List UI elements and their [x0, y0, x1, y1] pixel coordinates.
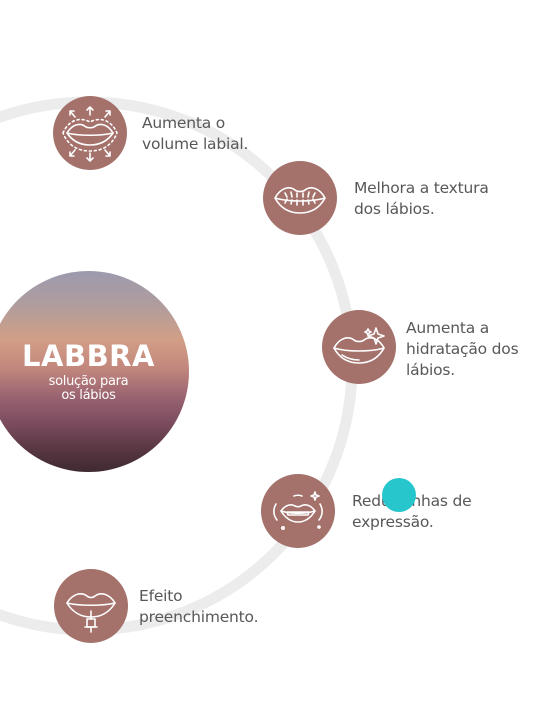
benefit-3-icon-badge — [322, 310, 396, 384]
lips-sparkle-hydration-icon — [333, 327, 385, 364]
benefit-1-icon-badge — [53, 96, 127, 170]
lips-filler-syringe-icon — [66, 593, 116, 633]
touch-cursor-indicator — [382, 478, 416, 512]
benefit-3-line1: Aumenta a — [406, 319, 490, 337]
benefit-3-line3: lábios. — [406, 361, 456, 379]
benefit-4-text: Reduz linhas de expressão. — [352, 491, 472, 533]
benefit-5-icon-badge — [54, 569, 128, 643]
benefit-2-line1: Melhora a textura — [354, 179, 489, 197]
benefit-2-text: Melhora a textura dos lábios. — [354, 178, 489, 220]
lips-volume-arrows-icon — [62, 106, 118, 162]
benefit-5-line1: Efeito — [139, 587, 183, 605]
brand-subtitle-line1: solução para — [48, 374, 129, 389]
lips-smile-lines-icon — [273, 491, 323, 530]
benefit-3-text: Aumenta a hidratação dos lábios. — [406, 318, 519, 381]
benefit-1-line2: volume labial. — [142, 135, 249, 153]
benefit-5-text: Efeito preenchimento. — [139, 586, 258, 628]
brand-disc: LABBRA solução para os lábios — [0, 271, 189, 472]
brand-subtitle: solução para os lábios — [49, 375, 129, 403]
benefit-3-line2: hidratação dos — [406, 340, 519, 358]
benefit-1-line1: Aumenta o — [142, 114, 226, 132]
benefit-2-line2: dos lábios. — [354, 200, 435, 218]
benefit-1-text: Aumenta o volume labial. — [142, 113, 248, 155]
lips-texture-icon — [274, 187, 326, 214]
benefit-4-icon-badge — [261, 474, 335, 548]
brand-subtitle-line2: os lábios — [61, 388, 116, 403]
benefit-4-line2: expressão. — [352, 513, 434, 531]
benefit-5-line2: preenchimento. — [139, 608, 259, 626]
brand-title: LABBRA — [22, 339, 155, 373]
benefit-2-icon-badge — [263, 161, 337, 235]
